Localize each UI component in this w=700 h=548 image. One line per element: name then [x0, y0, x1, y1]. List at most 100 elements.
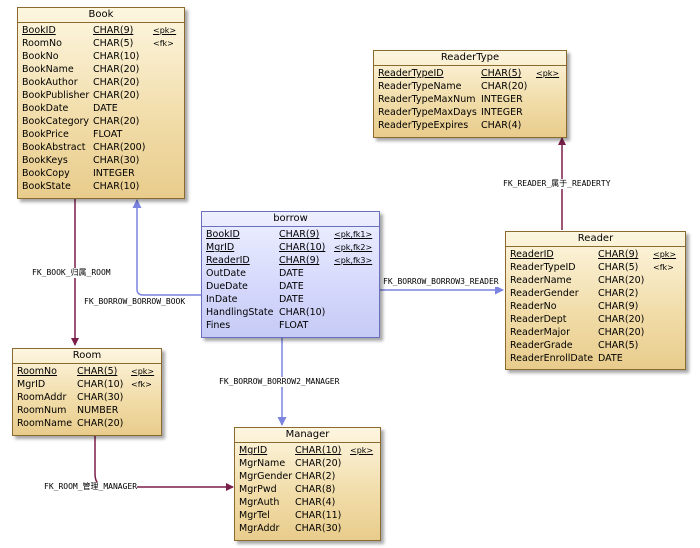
attribute-key: <pk>: [153, 26, 177, 35]
attribute-name: OutDate: [206, 268, 246, 279]
attribute-name: ReaderGender: [510, 288, 579, 299]
attribute-type: CHAR(5): [598, 262, 639, 273]
attribute-name: MgrAddr: [239, 523, 280, 534]
attribute-name: ReaderEnrollDate: [510, 353, 594, 364]
attribute-name: InDate: [206, 294, 238, 305]
attribute-name: BookAbstract: [22, 142, 86, 153]
attribute-key: <pk>: [536, 69, 560, 78]
attribute-name: ReaderTypeExpires: [378, 120, 469, 131]
attribute-row: OutDate DATE: [206, 267, 375, 280]
attribute-type: CHAR(9): [279, 229, 320, 240]
attribute-type: INTEGER: [481, 107, 523, 118]
attribute-type: CHAR(20): [93, 90, 140, 101]
attribute-name: ReaderName: [510, 275, 572, 286]
attribute-type: CHAR(10): [77, 379, 124, 390]
attribute-type: CHAR(2): [598, 288, 639, 299]
attribute-name: MgrAuth: [239, 497, 280, 508]
attribute-type: CHAR(20): [598, 275, 645, 286]
attribute-row: BookNo CHAR(10): [22, 50, 180, 63]
attribute-key: <pk>: [653, 250, 677, 259]
attribute-row: ReaderName CHAR(20): [510, 274, 681, 287]
attribute-type: CHAR(20): [598, 327, 645, 338]
attribute-type: CHAR(10): [279, 242, 326, 253]
attribute-row: ReaderEnrollDate DATE: [510, 352, 681, 365]
attribute-name: MgrName: [239, 458, 286, 469]
attribute-key: <pk,fk1>: [334, 230, 373, 239]
attribute-type: CHAR(20): [93, 116, 140, 127]
attribute-name: ReaderTypeMaxDays: [378, 107, 477, 118]
attribute-name: RoomNum: [17, 405, 67, 416]
attribute-key: <fk>: [131, 380, 152, 389]
line-room-manager: [94, 436, 234, 491]
attribute-type: CHAR(5): [77, 366, 118, 377]
attribute-type: DATE: [93, 103, 118, 114]
attribute-name: RoomName: [17, 418, 73, 429]
attribute-type: CHAR(5): [481, 68, 522, 79]
attribute-name: BookNo: [22, 51, 59, 62]
attribute-row: ReaderMajor CHAR(20): [510, 326, 681, 339]
attribute-name: MgrID: [17, 379, 46, 390]
attribute-name: ReaderTypeID: [510, 262, 576, 273]
attribute-name: HandlingState: [206, 307, 274, 318]
attribute-type: CHAR(4): [295, 497, 336, 508]
attribute-row: MgrID CHAR(10) <fk>: [17, 378, 157, 391]
attribute-type: INTEGER: [93, 168, 135, 179]
attribute-row: ReaderTypeID CHAR(5) <pk>: [378, 67, 562, 80]
attribute-name: MgrTel: [239, 510, 270, 521]
attribute-name: ReaderDept: [510, 314, 567, 325]
entity-title: Room: [13, 349, 161, 364]
rel-label-borrow-book: FK_BORROW_BORROW_BOOK: [84, 297, 186, 307]
attribute-type: CHAR(2): [295, 471, 336, 482]
attribute-key: <pk>: [350, 446, 374, 455]
attribute-type: CHAR(20): [481, 81, 528, 92]
attribute-name: MgrID: [206, 242, 235, 253]
attribute-type: CHAR(10): [93, 51, 140, 62]
rel-label-borrow-manager: FK_BORROW_BORROW2_MANAGER: [219, 377, 340, 387]
attribute-type: CHAR(10): [295, 445, 342, 456]
attribute-name: BookKeys: [22, 155, 68, 166]
attribute-name: BookID: [206, 229, 240, 240]
attribute-name: ReaderTypeMaxNum: [378, 94, 476, 105]
attribute-name: BookAuthor: [22, 77, 78, 88]
attribute-row: ReaderGender CHAR(2): [510, 287, 681, 300]
entity-title: Manager: [235, 428, 380, 443]
attribute-row: BookID CHAR(9) <pk,fk1>: [206, 228, 375, 241]
attribute-type: DATE: [279, 281, 304, 292]
attribute-name: BookState: [22, 181, 71, 192]
entity-title: borrow: [202, 212, 379, 227]
attribute-type: CHAR(5): [93, 38, 134, 49]
attribute-name: BookPrice: [22, 129, 69, 140]
attribute-name: ReaderTypeID: [378, 68, 444, 79]
attribute-type: DATE: [598, 353, 623, 364]
attribute-type: CHAR(20): [93, 64, 140, 75]
line-borrow-book: [132, 199, 201, 296]
attribute-type: INTEGER: [481, 94, 523, 105]
entity-borrow[interactable]: borrow BookID CHAR(9) <pk,fk1> MgrID CHAR(10…: [201, 211, 380, 338]
attribute-name: ReaderMajor: [510, 327, 570, 338]
attribute-type: CHAR(9): [598, 249, 639, 260]
attribute-key: <pk,fk2>: [334, 243, 373, 252]
attribute-type: CHAR(4): [481, 120, 522, 131]
attribute-type: DATE: [279, 268, 304, 279]
attribute-name: ReaderID: [510, 249, 554, 260]
attribute-key: <pk,fk3>: [334, 256, 373, 265]
attribute-name: ReaderID: [206, 255, 250, 266]
